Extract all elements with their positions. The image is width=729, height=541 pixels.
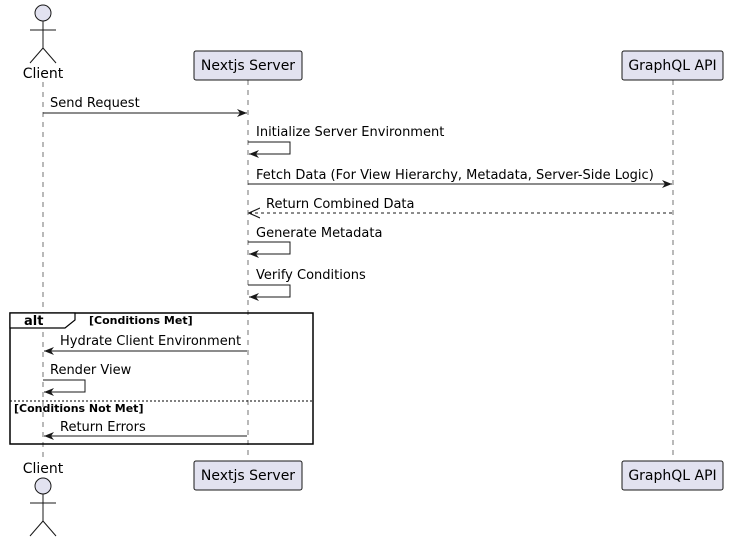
message-initialize-server-environment: Initialize Server Environment bbox=[248, 125, 444, 158]
message-verify-conditions: Verify Conditions bbox=[248, 268, 366, 301]
message-send-request: Send Request bbox=[43, 96, 247, 117]
alt-condition-met: [Conditions Met] bbox=[89, 314, 193, 327]
actor-client-top: Client bbox=[23, 4, 64, 82]
message-return-errors: Return Errors bbox=[44, 420, 247, 440]
participant-label-nextjs-bottom: Nextjs Server bbox=[201, 468, 295, 484]
participant-graphql-bottom: GraphQL API bbox=[621, 460, 724, 491]
message-label: Send Request bbox=[50, 96, 140, 111]
message-hydrate-client-environment: Hydrate Client Environment bbox=[44, 334, 247, 355]
message-return-combined-data: Return Combined Data bbox=[249, 197, 672, 213]
message-render-view: Render View bbox=[43, 363, 132, 396]
participant-label-graphql-bottom: GraphQL API bbox=[628, 468, 716, 484]
message-label: Return Combined Data bbox=[266, 197, 415, 212]
message-label: Initialize Server Environment bbox=[256, 125, 444, 140]
participant-graphql-top: GraphQL API bbox=[621, 50, 724, 81]
message-label: Hydrate Client Environment bbox=[60, 334, 241, 349]
alt-keyword: alt bbox=[24, 314, 43, 329]
message-generate-metadata: Generate Metadata bbox=[248, 226, 382, 258]
message-label: Return Errors bbox=[60, 420, 146, 435]
participant-label-graphql-top: GraphQL API bbox=[628, 58, 716, 74]
message-label: Fetch Data (For View Hierarchy, Metadata… bbox=[256, 168, 654, 183]
actor-client-bottom: Client bbox=[23, 461, 64, 537]
participant-label-nextjs-top: Nextjs Server bbox=[201, 58, 295, 74]
message-label: Verify Conditions bbox=[256, 268, 366, 283]
actor-figure-icon bbox=[29, 477, 57, 537]
alt-condition-not-met: [Conditions Not Met] bbox=[14, 402, 143, 415]
message-fetch-data: Fetch Data (For View Hierarchy, Metadata… bbox=[248, 168, 672, 188]
message-label: Render View bbox=[50, 363, 132, 378]
participant-nextjs-top: Nextjs Server bbox=[193, 50, 303, 81]
actor-figure-icon bbox=[29, 4, 57, 64]
participant-label-client-bottom: Client bbox=[23, 461, 64, 477]
message-label: Generate Metadata bbox=[256, 226, 382, 241]
lifelines bbox=[42, 80, 674, 460]
alt-frame: alt [Conditions Met] [Conditions Not Met… bbox=[9, 312, 314, 445]
participant-label-client-top: Client bbox=[23, 66, 64, 82]
participant-nextjs-bottom: Nextjs Server bbox=[193, 460, 303, 491]
